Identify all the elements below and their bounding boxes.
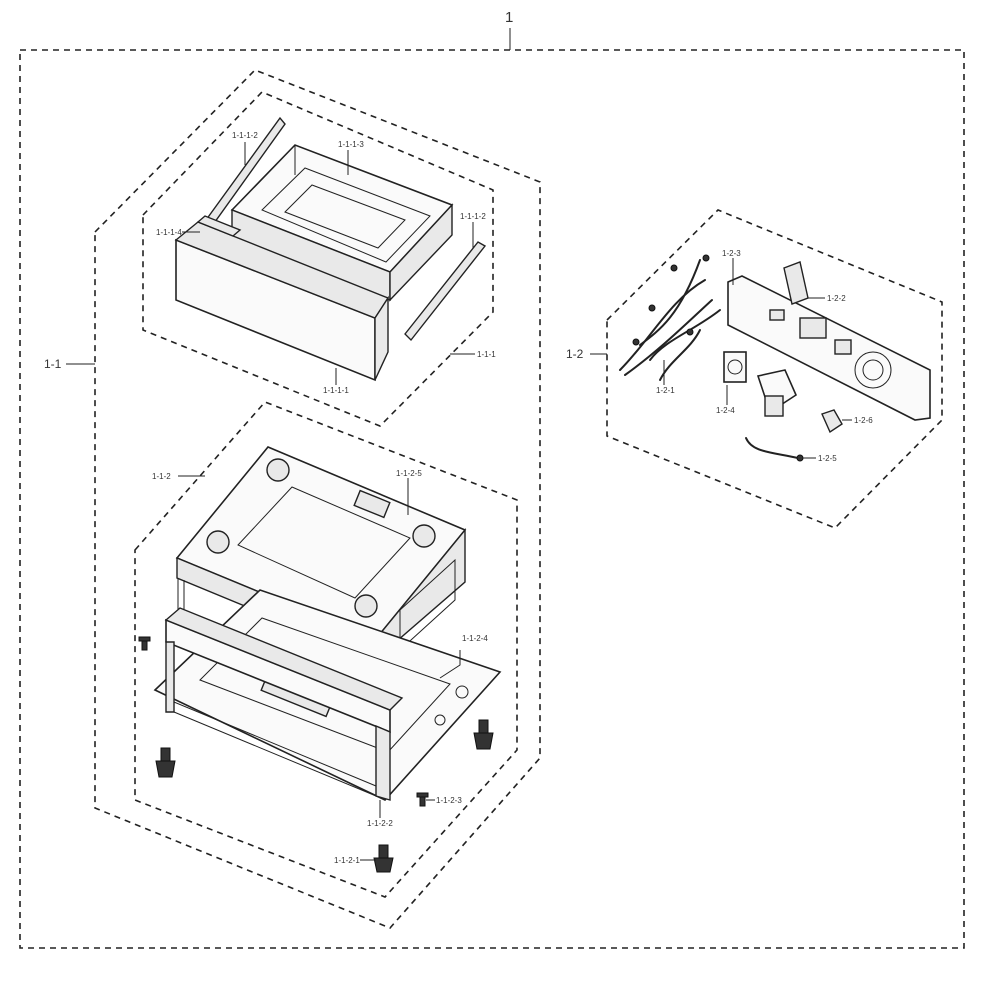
group-boundary-1-1-1 (142, 91, 494, 427)
group-boundary-1-2 (606, 209, 943, 529)
drawer-bracket (196, 215, 242, 237)
label-1-1-2-3: 1-1-2-3 (436, 796, 462, 805)
label-1-1-1-1: 1-1-1-1 (323, 386, 349, 395)
label-1-2-2: 1-2-2 (827, 294, 846, 303)
label-1: 1 (505, 9, 513, 26)
label-1-1-1-4: 1-1-1-4 (156, 228, 182, 237)
label-1-1: 1-1 (44, 357, 62, 371)
drawer-front (174, 221, 390, 382)
group-boundary-1 (19, 49, 965, 949)
frame-foot-right (473, 719, 494, 750)
label-1-2: 1-2 (566, 347, 584, 361)
label-1-1-2-4: 1-1-2-4 (462, 634, 488, 643)
label-1-1-1-2-left: 1-1-1-2 (232, 131, 258, 140)
label-1-1-1-3: 1-1-1-3 (338, 140, 364, 149)
hose (745, 437, 804, 462)
group-boundary-1-1 (94, 69, 541, 929)
label-1-1-2-1: 1-1-2-1 (334, 856, 360, 865)
sensor (821, 409, 843, 434)
group-boundary-1-1-2 (134, 401, 518, 898)
label-1-1-1: 1-1-1 (477, 350, 496, 359)
label-1-2-4: 1-2-4 (716, 406, 735, 415)
frame-screw (416, 792, 429, 807)
label-1-1-1-2-right: 1-1-1-2 (460, 212, 486, 221)
frame-foot-front (373, 844, 394, 873)
wire-harness (619, 254, 721, 381)
water-valve (723, 351, 798, 417)
label-1-2-1: 1-2-1 (656, 386, 675, 395)
side-screw (138, 636, 151, 651)
pcb-bracket (783, 261, 809, 305)
drawer-tub (230, 144, 454, 302)
frame-front-bar (164, 607, 404, 801)
frame-foot-left (155, 747, 176, 778)
label-1-1-2: 1-1-2 (152, 472, 171, 481)
drawer-rail-right (404, 241, 487, 342)
label-1-2-5: 1-2-5 (818, 454, 837, 463)
control-pcb (727, 275, 931, 421)
label-1-1-2-5: 1-1-2-5 (396, 469, 422, 478)
label-1-1-2-2: 1-1-2-2 (367, 819, 393, 828)
label-1-2-6: 1-2-6 (854, 416, 873, 425)
label-1-2-3: 1-2-3 (722, 249, 741, 258)
